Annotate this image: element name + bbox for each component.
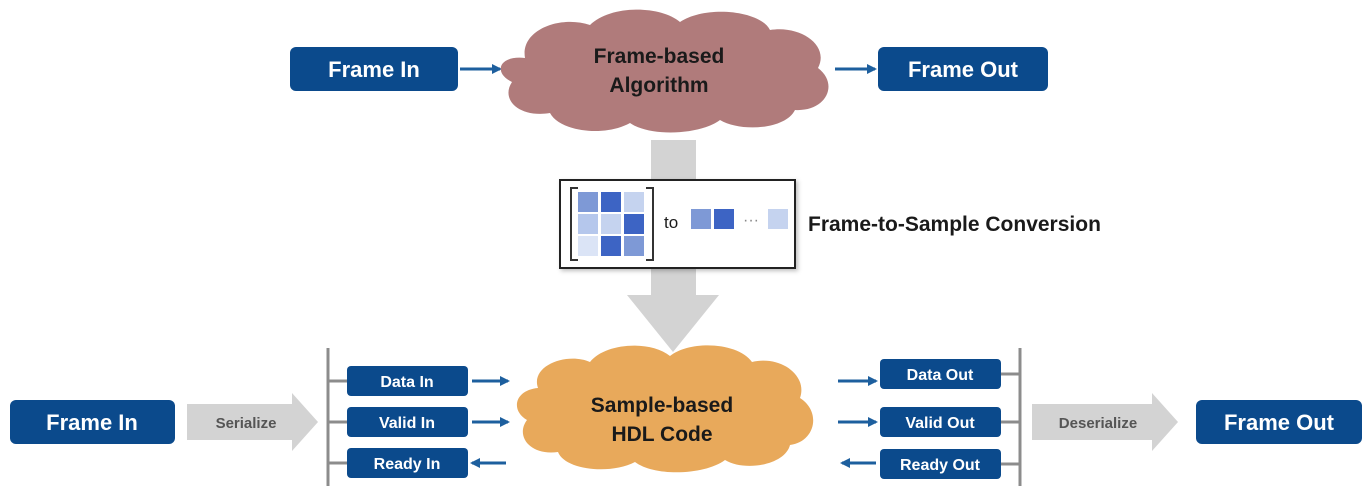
frame-based-algorithm-cloud: Frame-based Algorithm (500, 9, 829, 133)
deserialize-label: Deserialize (1059, 415, 1137, 432)
valid-in-box: Valid In (347, 407, 468, 437)
conversion-caption: Frame-to-Sample Conversion (808, 213, 1101, 236)
top-frame-out-label: Frame Out (908, 57, 1019, 82)
bottom-frame-out-label: Frame Out (1224, 410, 1335, 435)
ready-out-label: Ready Out (900, 457, 981, 474)
sample-dots: ··· (743, 212, 759, 229)
data-out-box: Data Out (880, 359, 1001, 389)
top-frame-in-box: Frame In (290, 47, 458, 91)
data-in-label: Data In (380, 374, 433, 391)
data-in-box: Data In (347, 366, 468, 396)
valid-in-label: Valid In (379, 415, 435, 432)
bottom-frame-in-label: Frame In (46, 410, 138, 435)
algorithm-line1: Frame-based (594, 45, 725, 68)
ready-in-label: Ready In (374, 456, 441, 473)
input-bus (326, 348, 348, 486)
bottom-frame-out-box: Frame Out (1196, 400, 1362, 444)
top-frame-out-box: Frame Out (878, 47, 1048, 91)
bottom-frame-in-box: Frame In (10, 400, 175, 444)
deserialize-arrow: Deserialize (1032, 393, 1178, 451)
serialize-label: Serialize (216, 415, 277, 432)
matrix-left-bracket (570, 187, 578, 261)
data-out-label: Data Out (907, 367, 974, 384)
output-bus (1001, 348, 1022, 486)
valid-out-label: Valid Out (905, 415, 975, 432)
top-frame-in-label: Frame In (328, 57, 420, 82)
matrix-right-bracket (646, 187, 654, 261)
ready-in-box: Ready In (347, 448, 468, 478)
serialize-arrow: Serialize (187, 393, 318, 451)
valid-out-box: Valid Out (880, 407, 1001, 437)
conversion-to-label: to (664, 213, 678, 232)
conversion-box: to ··· (559, 179, 796, 269)
hdl-line1: Sample-based (591, 394, 733, 417)
frame-matrix-icon (578, 192, 644, 256)
sample-stream-icon (691, 209, 788, 229)
ready-out-box: Ready Out (880, 449, 1001, 479)
hdl-code-cloud: Sample-based HDL Code (516, 345, 814, 473)
algorithm-line2: Algorithm (609, 74, 708, 97)
hdl-line2: HDL Code (611, 423, 712, 446)
